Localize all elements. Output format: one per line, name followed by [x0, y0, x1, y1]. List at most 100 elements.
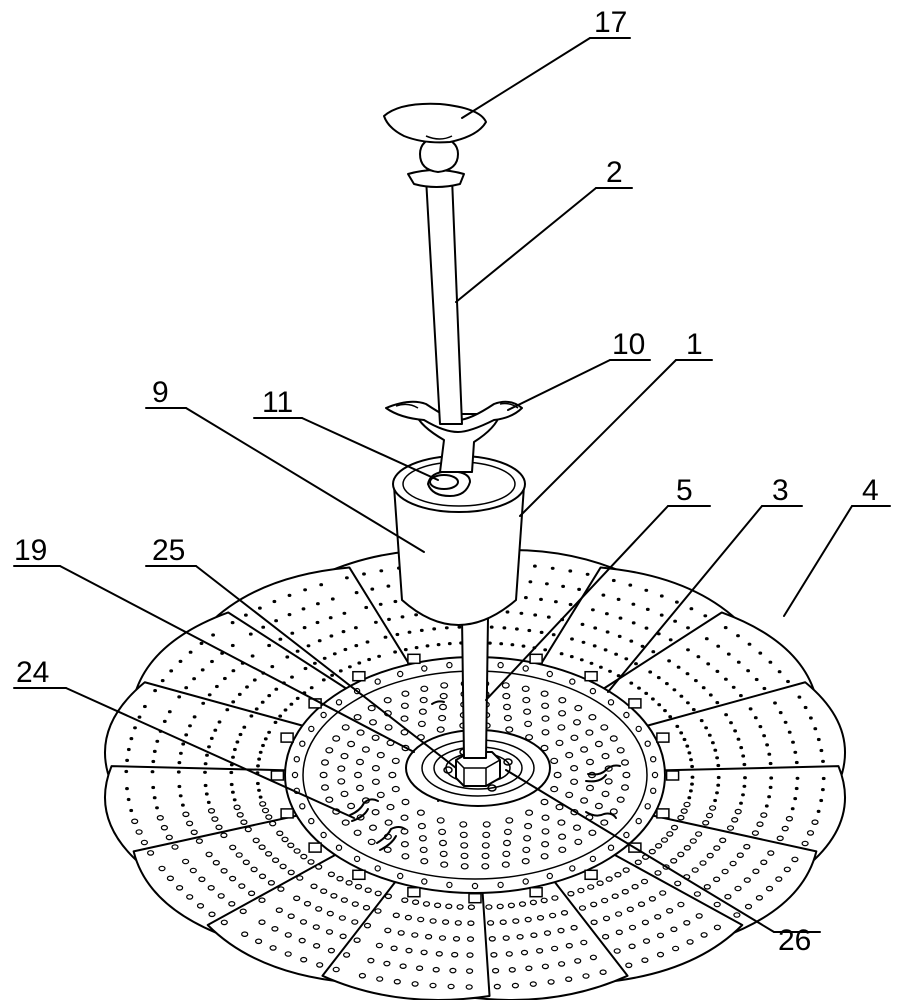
perforation: [400, 702, 409, 710]
perforation: [400, 729, 409, 736]
perforation: [171, 844, 179, 850]
perforation: [736, 852, 744, 859]
perforation: [178, 751, 183, 755]
perforation: [605, 876, 613, 882]
perforation: [336, 875, 344, 882]
perforation: [439, 703, 448, 711]
perforation: [496, 903, 504, 910]
perforation: [690, 782, 694, 786]
perforation: [588, 829, 597, 837]
perforation: [605, 612, 609, 616]
perforation: [341, 629, 346, 634]
perforation: [340, 790, 349, 798]
perforation: [200, 668, 205, 672]
perforation: [492, 967, 500, 974]
rim-bead: [471, 882, 479, 890]
perforation: [686, 939, 694, 945]
perforation: [665, 907, 674, 914]
perforation: [555, 739, 564, 747]
perforation: [261, 743, 265, 748]
perforation: [713, 845, 721, 851]
perforation: [535, 947, 544, 954]
perforation: [293, 848, 301, 854]
rim-bead: [308, 817, 315, 825]
rim-bead: [353, 855, 361, 863]
perforation: [656, 675, 661, 680]
perforation: [690, 764, 695, 769]
perforation: [284, 951, 292, 957]
perforation: [523, 708, 532, 715]
perforation: [465, 984, 473, 990]
perforation: [371, 734, 380, 742]
perforation: [713, 924, 722, 931]
perforation: [640, 878, 649, 885]
perforation: [541, 702, 550, 710]
rim-bead: [623, 711, 630, 719]
perforation: [165, 834, 173, 841]
perforation: [369, 719, 378, 726]
perforation: [726, 652, 731, 656]
perforation: [708, 805, 717, 811]
perforation: [540, 744, 549, 752]
perforation: [560, 909, 569, 916]
perforation: [451, 951, 459, 958]
perforation: [748, 707, 753, 711]
perforation: [641, 957, 649, 964]
perforation: [505, 817, 514, 824]
perforation: [303, 666, 308, 671]
perforation: [605, 630, 610, 634]
perforation: [241, 931, 249, 938]
perforation: [235, 852, 243, 858]
perforation: [386, 803, 395, 811]
perforation: [361, 746, 370, 753]
perforation: [550, 757, 559, 765]
perforation: [700, 932, 708, 938]
perforation: [758, 724, 763, 729]
perforation: [341, 819, 350, 826]
perforation: [716, 775, 721, 780]
perforation: [690, 775, 695, 779]
perforation: [258, 897, 266, 904]
perforation: [572, 719, 581, 726]
perforation: [391, 785, 400, 793]
perforation: [696, 655, 701, 659]
perforation: [487, 920, 495, 926]
perforation: [310, 883, 318, 890]
perforation: [760, 812, 768, 818]
perforation: [242, 725, 247, 729]
perforation: [303, 900, 312, 907]
perforation: [589, 954, 598, 961]
perforation: [199, 641, 204, 646]
perforation: [524, 916, 532, 923]
perforation: [167, 710, 172, 714]
perforation: [551, 633, 556, 637]
perforation: [140, 839, 148, 846]
perforation: [585, 784, 594, 792]
perforation: [570, 734, 579, 742]
perforation: [411, 981, 419, 987]
perforation: [686, 701, 690, 705]
perforation: [648, 670, 653, 674]
perforation: [670, 857, 678, 864]
rim-bead: [293, 756, 300, 763]
perforation: [362, 904, 371, 911]
perforation: [315, 620, 320, 625]
perforation: [567, 890, 575, 897]
perforation: [704, 726, 709, 730]
perforation: [540, 798, 549, 806]
perforation: [529, 981, 537, 987]
perforation: [572, 824, 581, 831]
perforation: [339, 933, 347, 940]
perforation: [743, 877, 751, 883]
rim-tab: [584, 670, 598, 682]
perforation: [284, 932, 292, 938]
perforation: [207, 884, 215, 891]
perforation: [244, 826, 252, 833]
perforation: [419, 696, 428, 704]
perforation: [287, 869, 295, 876]
perforation: [213, 728, 218, 732]
perforation: [712, 876, 721, 883]
perforation: [539, 597, 543, 602]
perforation: [313, 942, 321, 949]
perforation: [367, 657, 372, 662]
